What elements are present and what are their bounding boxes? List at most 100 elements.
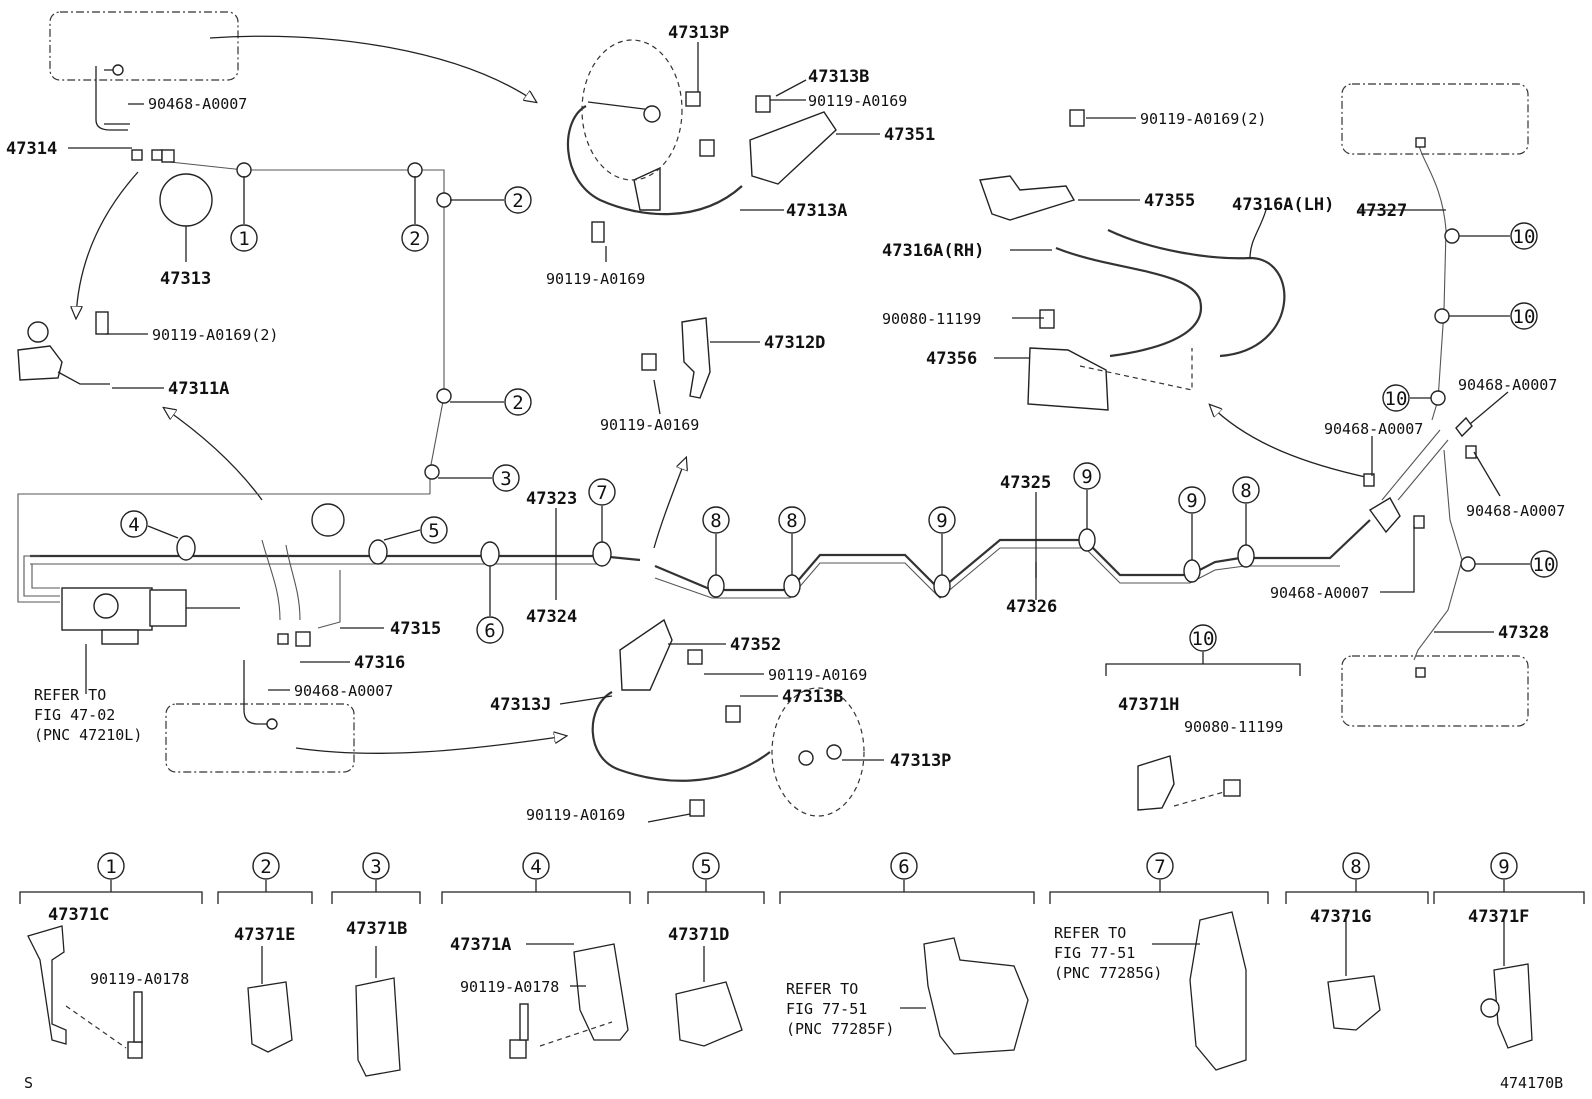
- svg-text:8: 8: [1350, 856, 1361, 878]
- refer-77-51-f-line3: (PNC 77285F): [786, 1020, 894, 1038]
- label-47351: 47351: [884, 125, 935, 145]
- svg-text:10: 10: [1192, 628, 1215, 650]
- clip-marker-4: [176, 535, 196, 561]
- svg-text:8: 8: [710, 510, 721, 532]
- svg-text:5: 5: [428, 520, 439, 542]
- label-47314: 47314: [6, 139, 57, 159]
- label-47371B: 47371B: [346, 919, 407, 939]
- clip-marker-9a: [933, 574, 951, 598]
- label-47328: 47328: [1498, 623, 1549, 643]
- label-47371F: 47371F: [1468, 907, 1529, 927]
- svg-text:7: 7: [596, 482, 607, 504]
- label-90080-h: 90080-11199: [1184, 718, 1283, 736]
- label-47324: 47324: [526, 607, 577, 627]
- label-47371A: 47371A: [450, 935, 511, 955]
- callout-8-upper-a: 8: [702, 506, 730, 575]
- label-90468-r1: 90468-A0007: [1458, 376, 1557, 394]
- label-90119-mid: 90119-A0169: [600, 416, 699, 434]
- label-47316A-RH: 47316A(RH): [882, 241, 984, 261]
- label-47312D: 47312D: [764, 333, 825, 353]
- label-47326: 47326: [1006, 597, 1057, 617]
- clip-47371A-sketch: [509, 943, 629, 1059]
- callout-9-upper-c: 9: [1178, 486, 1206, 560]
- master-cylinder-sketch: [17, 311, 110, 385]
- label-47316A-LH: 47316A(LH): [1232, 195, 1334, 215]
- callout-8-upper-c: 8: [1232, 476, 1260, 545]
- label-47325: 47325: [1000, 473, 1051, 493]
- rear-bracket-group-sketch: [979, 109, 1286, 411]
- tube-47327: [1417, 139, 1447, 421]
- callout-3-upper: 3: [438, 464, 520, 492]
- callout-9-upper-a: 9: [928, 506, 956, 575]
- svg-text:5: 5: [700, 856, 711, 878]
- svg-text:9: 9: [1186, 490, 1197, 512]
- svg-text:3: 3: [370, 856, 381, 878]
- callout-6-upper: 6: [476, 566, 504, 644]
- group-bracket-8: 8: [1285, 852, 1429, 904]
- svg-text:9: 9: [1498, 856, 1509, 878]
- svg-text:10: 10: [1513, 226, 1536, 248]
- clip-47371B-sketch: [355, 946, 401, 1077]
- callout-4-upper: 4: [120, 510, 179, 539]
- svg-text:8: 8: [1240, 480, 1251, 502]
- main-tube-47326: [654, 547, 1340, 599]
- clip-marker-5: [368, 539, 388, 565]
- clip-77285G-sketch: [1152, 911, 1247, 1071]
- label-47371E: 47371E: [234, 925, 295, 945]
- svg-text:3: 3: [500, 468, 511, 490]
- clip-marker-8b: [783, 574, 801, 598]
- svg-text:2: 2: [409, 228, 420, 250]
- svg-text:2: 2: [512, 190, 523, 212]
- label-90468-r4: 90468-A0007: [1270, 584, 1369, 602]
- svg-text:2: 2: [512, 392, 523, 414]
- label-90080-r: 90080-11199: [882, 310, 981, 328]
- label-90119-top2: 90119-A0169: [546, 270, 645, 288]
- label-47371C: 47371C: [48, 905, 109, 925]
- callout-2-upper-b: 2: [450, 186, 532, 214]
- label-47371D: 47371D: [668, 925, 729, 945]
- svg-text:8: 8: [786, 510, 797, 532]
- svg-text:9: 9: [936, 510, 947, 532]
- label-47356: 47356: [926, 349, 977, 369]
- refer-77-51-f-line2: FIG 77-51: [786, 1000, 867, 1018]
- clip-marker-9c: [1183, 559, 1201, 583]
- svg-text:1: 1: [105, 856, 116, 878]
- figure-code: 474170B: [1500, 1074, 1563, 1092]
- arrow-bottom-left-to-rear-hose: [295, 736, 566, 754]
- tube-47315: [317, 570, 341, 629]
- label-47355: 47355: [1144, 191, 1195, 211]
- actuator-sketch: [61, 587, 240, 645]
- label-90119-bm1: 90119-A0169: [768, 666, 867, 684]
- refer-77-51-g-line1: REFER TO: [1054, 924, 1126, 942]
- refer-77-51-g-line3: (PNC 77285G): [1054, 964, 1162, 982]
- group-bracket-1: 1: [19, 852, 203, 904]
- label-90119-178a: 90119-A0178: [90, 970, 189, 988]
- label-47313P-top: 47313P: [668, 23, 729, 43]
- group-bracket-3: 3: [331, 852, 421, 904]
- clip-47371D-sketch: [675, 946, 743, 1047]
- label-47323: 47323: [526, 489, 577, 509]
- group-bracket-9: 9: [1433, 852, 1585, 904]
- svg-text:9: 9: [1081, 466, 1092, 488]
- detail-box-top-right: [1341, 83, 1529, 155]
- callout-9-upper-b: 9: [1073, 462, 1101, 529]
- clip-marker-8a: [707, 574, 725, 598]
- svg-text:4: 4: [128, 514, 139, 536]
- svg-text:10: 10: [1385, 388, 1408, 410]
- group-bracket-5: 5: [647, 852, 765, 904]
- tube-47328: [1413, 449, 1463, 661]
- group-bracket-7: 7: [1049, 852, 1269, 904]
- callout-10-upper-c: 10: [1382, 384, 1431, 412]
- callout-5-upper: 5: [383, 516, 448, 544]
- label-90468-bl: 90468-A0007: [294, 682, 393, 700]
- label-90119-x2-right: 90119-A0169(2): [1140, 110, 1266, 128]
- rear-hose-47313J-sketch: [591, 618, 865, 817]
- refer-77-51-g-line2: FIG 77-51: [1054, 944, 1135, 962]
- svg-text:2: 2: [260, 856, 271, 878]
- callout-8-upper-b: 8: [778, 506, 806, 575]
- svg-text:6: 6: [484, 620, 495, 642]
- clip-47371G-sketch: [1327, 914, 1381, 1031]
- refer-47-02-line1: REFER TO: [34, 686, 106, 704]
- bracket-47312D-sketch: [681, 317, 711, 399]
- label-47371H: 47371H: [1118, 695, 1179, 715]
